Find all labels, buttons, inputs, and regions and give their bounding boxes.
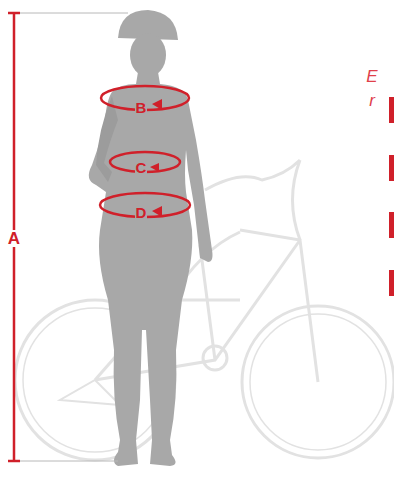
dimension-letter: C [135, 160, 148, 175]
measure-lines [8, 13, 190, 461]
bent-arm [96, 96, 118, 182]
dimension-letter: B [135, 100, 148, 115]
ring-arrowheads [150, 99, 162, 217]
legend-bars [389, 97, 394, 296]
heading-fragment: E [365, 68, 378, 85]
extension-lines [20, 13, 128, 461]
dimension-letter: A [7, 230, 21, 247]
dimension-letter: D [135, 205, 148, 220]
rider-silhouette [89, 10, 213, 466]
heading-fragment: r [368, 92, 376, 109]
